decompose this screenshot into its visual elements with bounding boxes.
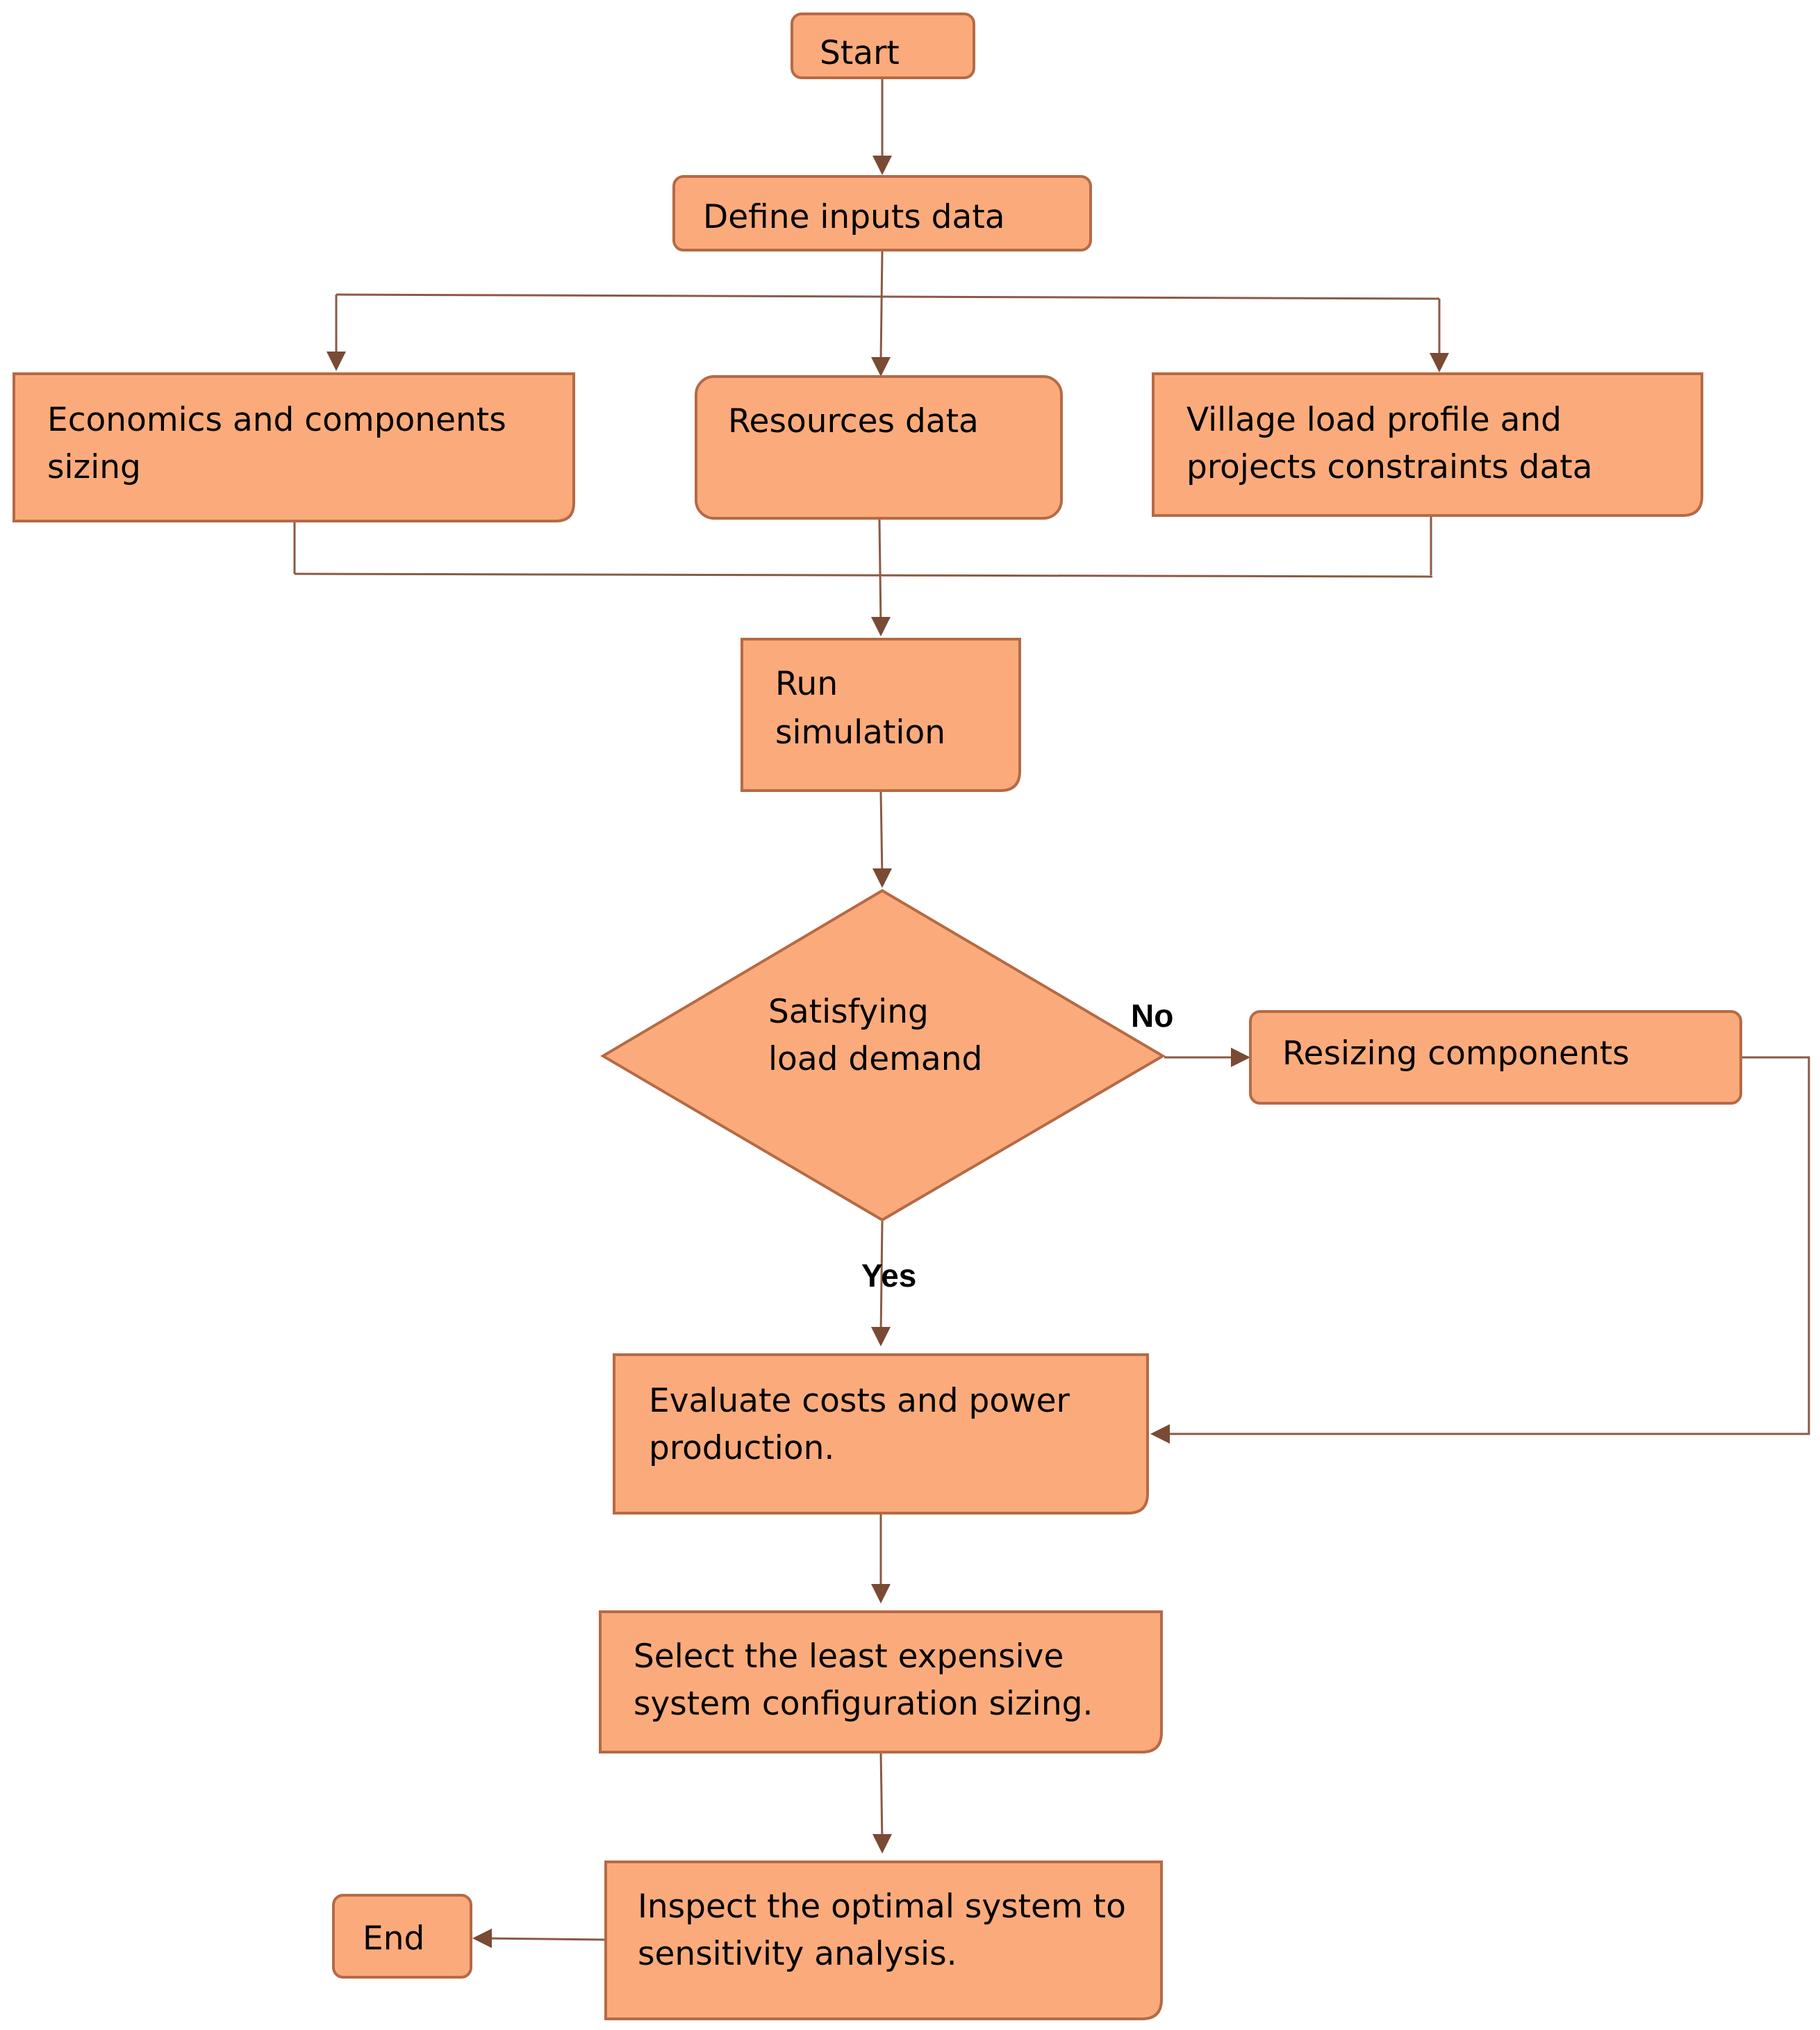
edge-run-to-decision <box>879 791 884 877</box>
arrowhead-village <box>1430 353 1449 372</box>
evaluate-label-line-2: production. <box>649 1429 834 1467</box>
node-inspect: Inspect the optimal system to sensitivit… <box>604 1860 1163 2020</box>
evaluate-box <box>613 1353 1149 1515</box>
inspect-label-line-1: Inspect the optimal system to <box>638 1888 1126 1926</box>
inspect-box <box>604 1860 1163 2020</box>
node-evaluate: Evaluate costs and power production. <box>613 1353 1149 1515</box>
evaluate-label-line-1: Evaluate costs and power <box>649 1382 1070 1420</box>
end-label: End <box>363 1920 424 1958</box>
edge-resizing-loop <box>1160 1056 1810 1435</box>
economics-label-line-2: sizing <box>47 448 141 486</box>
edge-define-down <box>879 251 884 362</box>
economics-box <box>13 372 575 522</box>
node-decision: Satisfying load demand <box>600 889 1166 1222</box>
node-start: Start <box>791 13 975 79</box>
economics-label-line-1: Economics and components <box>47 401 506 439</box>
edge-inspect-to-end <box>481 1937 605 1941</box>
arrowhead-select <box>871 1584 891 1603</box>
start-label: Start <box>820 34 900 72</box>
decision-diamond <box>600 889 1166 1222</box>
arrowhead-evaluate <box>871 1327 891 1346</box>
village-load-label-line-1: Village load profile and <box>1186 401 1562 439</box>
node-select: Select the least expensive system config… <box>599 1610 1163 1753</box>
decision-label-line-2: load demand <box>768 1040 982 1078</box>
resources-box <box>695 375 1063 520</box>
edge-split-bus <box>336 293 1440 300</box>
arrowhead-economics <box>326 352 346 371</box>
run-simulation-label-line-1: Run <box>775 665 838 703</box>
edge-decision-yes <box>879 1221 884 1336</box>
node-define-inputs: Define inputs data <box>672 175 1092 251</box>
arrowhead-end <box>472 1929 492 1948</box>
decision-label-line-1: Satisfying <box>768 993 929 1031</box>
arrowhead-inspect <box>872 1834 892 1854</box>
run-simulation-label-line-2: simulation <box>775 713 945 752</box>
village-load-box <box>1152 372 1703 517</box>
node-village-load: Village load profile and projects constr… <box>1152 372 1703 517</box>
arrowhead-decision <box>872 868 892 888</box>
yes-label: Yes <box>861 1257 916 1294</box>
run-simulation-box <box>741 638 1021 792</box>
edge-select-to-inspect <box>879 1751 884 1843</box>
resizing-box <box>1249 1010 1742 1105</box>
select-label-line-2: system configuration sizing. <box>634 1685 1093 1723</box>
arrowhead-resizing <box>1231 1048 1250 1067</box>
arrowhead-resources <box>871 357 891 377</box>
edge-resources-to-run <box>878 519 882 626</box>
select-box <box>599 1610 1163 1753</box>
node-resizing: Resizing components <box>1249 1010 1742 1105</box>
start-box <box>791 13 975 79</box>
node-end: End <box>332 1894 472 1979</box>
connectors <box>293 76 1810 1941</box>
arrowhead-evaluate-loop <box>1150 1424 1170 1444</box>
no-label: No <box>1131 998 1173 1034</box>
resizing-label: Resizing components <box>1282 1034 1630 1073</box>
define-inputs-label: Define inputs data <box>703 198 1005 236</box>
arrowhead-run <box>871 617 891 636</box>
select-label-line-1: Select the least expensive <box>634 1637 1064 1676</box>
node-economics: Economics and components sizing <box>13 372 575 522</box>
edge-merge-bus <box>294 572 1433 578</box>
arrowhead-define <box>872 156 892 175</box>
resources-label: Resources data <box>728 402 979 440</box>
end-box <box>332 1894 472 1979</box>
village-load-label-line-2: projects constraints data <box>1186 448 1593 486</box>
inspect-label-line-2: sensitivity analysis. <box>638 1935 957 1973</box>
arrowheads <box>326 156 1449 1948</box>
node-resources: Resources data <box>695 375 1063 520</box>
define-inputs-box <box>672 175 1092 251</box>
node-run-simulation: Run simulation <box>741 638 1021 792</box>
